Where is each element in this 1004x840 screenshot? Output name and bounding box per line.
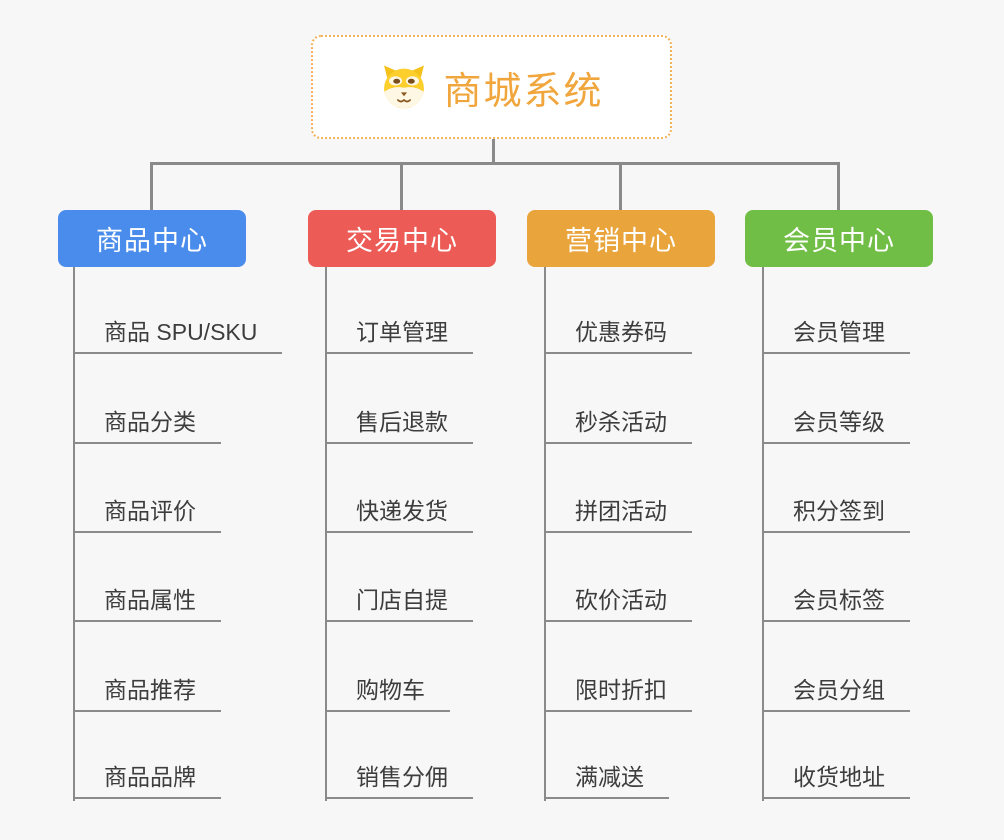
root-stem-line xyxy=(492,139,495,163)
branch-drop-line xyxy=(400,164,403,210)
leaf-node[interactable]: 砍价活动 xyxy=(544,586,692,622)
leaf-node[interactable]: 满减送 xyxy=(544,763,669,799)
leaf-node[interactable]: 购物车 xyxy=(325,676,450,712)
leaf-column-marketing: 优惠券码秒杀活动拼团活动砍价活动限时折扣满减送 xyxy=(544,267,692,801)
leaf-node[interactable]: 会员等级 xyxy=(762,408,910,444)
leaf-node[interactable]: 积分签到 xyxy=(762,497,910,533)
branch-node-products[interactable]: 商品中心 xyxy=(58,210,246,267)
leaf-column-trade: 订单管理售后退款快递发货门店自提购物车销售分佣 xyxy=(325,267,473,801)
branch-node-members[interactable]: 会员中心 xyxy=(745,210,933,267)
leaf-node[interactable]: 会员标签 xyxy=(762,586,910,622)
branch-label: 会员中心 xyxy=(783,226,895,256)
branch-node-trade[interactable]: 交易中心 xyxy=(308,210,496,267)
leaf-node[interactable]: 订单管理 xyxy=(325,318,473,354)
leaf-node[interactable]: 商品分类 xyxy=(73,408,221,444)
root-node[interactable]: 商城系统 xyxy=(311,35,672,139)
leaf-column-products: 商品 SPU/SKU 商品分类商品评价商品属性商品推荐商品品牌 xyxy=(73,267,283,801)
branch-rail-line xyxy=(150,162,840,165)
branch-node-marketing[interactable]: 营销中心 xyxy=(527,210,715,267)
leaf-node[interactable]: 售后退款 xyxy=(325,408,473,444)
leaf-node[interactable]: 快递发货 xyxy=(325,497,473,533)
leaf-node[interactable]: 商品 SPU/SKU xyxy=(73,318,283,354)
leaf-node[interactable]: 商品推荐 xyxy=(73,676,221,712)
leaf-node[interactable]: 门店自提 xyxy=(325,586,473,622)
branch-drop-line xyxy=(837,164,840,210)
leaf-node[interactable]: 商品品牌 xyxy=(73,763,221,799)
leaf-node[interactable]: 会员管理 xyxy=(762,318,910,354)
leaf-column-members: 会员管理会员等级积分签到会员标签会员分组收货地址 xyxy=(762,267,910,801)
leaf-node[interactable]: 销售分佣 xyxy=(325,763,473,799)
branch-label: 交易中心 xyxy=(346,226,458,256)
leaf-node[interactable]: 优惠券码 xyxy=(544,318,692,354)
leaf-node[interactable]: 限时折扣 xyxy=(544,676,692,712)
leaf-node[interactable]: 收货地址 xyxy=(762,763,910,799)
leaf-node[interactable]: 商品属性 xyxy=(73,586,221,622)
leaf-node[interactable]: 拼团活动 xyxy=(544,497,692,533)
dog-face-icon xyxy=(384,65,425,109)
branch-drop-line xyxy=(150,164,153,210)
leaf-node[interactable]: 会员分组 xyxy=(762,676,910,712)
branch-label: 商品中心 xyxy=(96,226,208,256)
root-title: 商城系统 xyxy=(443,70,604,113)
leaf-node[interactable]: 商品评价 xyxy=(73,497,221,533)
branch-label: 营销中心 xyxy=(565,226,677,256)
branch-drop-line xyxy=(619,164,622,210)
leaf-node[interactable]: 秒杀活动 xyxy=(544,408,692,444)
